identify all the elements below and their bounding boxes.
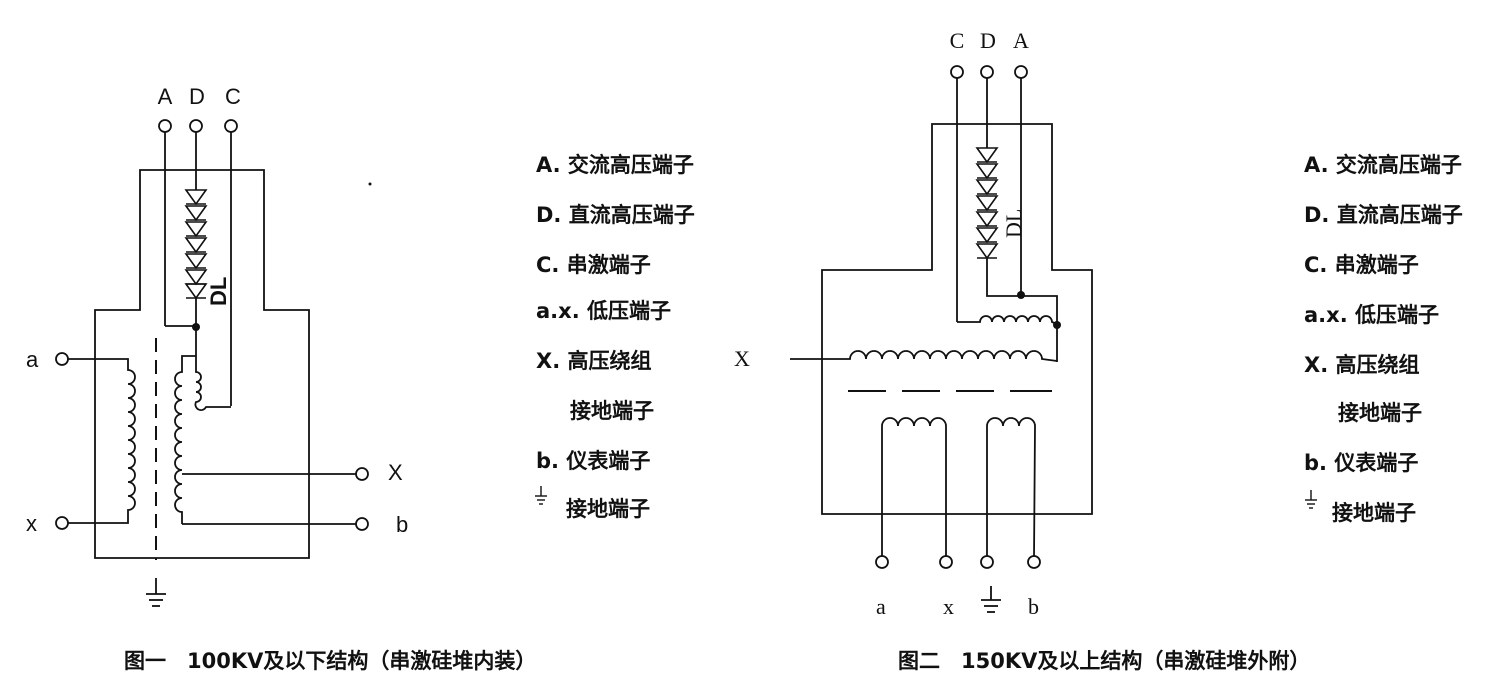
figure1-legend: A. 交流高压端子 D. 直流高压端子 C. 串激端子 a.x. 低压端子 X.… <box>535 153 695 521</box>
figure2-legend-item: 接地端子 <box>1332 501 1416 525</box>
figure1-label-x: x <box>26 511 37 536</box>
figure1-terminal-b[interactable] <box>355 517 369 531</box>
figure2-label-A: A <box>1013 28 1029 53</box>
figure2-legend-item: 接地端子 <box>1338 401 1422 425</box>
figure1-legend-item: D. 直流高压端子 <box>536 203 695 227</box>
figure1-legend-item: a.x. 低压端子 <box>536 299 671 323</box>
figure2-label-D: D <box>980 28 996 53</box>
figure2-label-b: b <box>1028 594 1039 619</box>
figure2-label-x: x <box>943 594 954 619</box>
figure2-legend-item: A. 交流高压端子 <box>1304 153 1462 177</box>
figure1-lv-winding <box>68 358 136 524</box>
figure2-terminal-x[interactable] <box>939 555 953 569</box>
figure1-terminal-X[interactable] <box>355 467 369 481</box>
figure2-label-C: C <box>950 28 965 53</box>
figure2-terminal-ground[interactable] <box>980 555 994 569</box>
figure2-legend-item: a.x. 低压端子 <box>1304 303 1439 327</box>
figure2-terminal-D[interactable] <box>980 65 994 79</box>
figure2-terminal-C[interactable] <box>950 65 964 79</box>
figure2-label-a: a <box>876 594 886 619</box>
figure2-legend-item: X. 高压绕组 <box>1304 353 1419 377</box>
figure1-legend-item: X. 高压绕组 <box>536 349 651 373</box>
figure2-diode-label: DL <box>1001 209 1026 238</box>
figure2-legend-ground-icon <box>1305 490 1317 509</box>
figure1-legend-item: C. 串激端子 <box>536 253 651 277</box>
figure1-caption: 图一 100KV及以下结构（串激硅堆内装） <box>124 649 536 673</box>
figure1-terminal-x[interactable] <box>55 516 69 530</box>
figure2-diode-stack <box>976 147 998 259</box>
figure1-legend-item: 接地端子 <box>566 497 650 521</box>
figure2-schematic <box>790 78 1093 613</box>
figure2-legend-item: C. 串激端子 <box>1304 253 1419 277</box>
figure2-tank-outline <box>821 123 1093 515</box>
figure1-legend-item: 接地端子 <box>570 399 654 423</box>
figure1-terminal-C[interactable] <box>224 119 238 133</box>
figure2-legend: A. 交流高压端子 D. 直流高压端子 C. 串激端子 a.x. 低压端子 X.… <box>1304 153 1463 525</box>
figure2-label-X: X <box>734 346 750 371</box>
figure1-label-X: X <box>388 460 403 485</box>
figure1-legend-item: A. 交流高压端子 <box>536 153 694 177</box>
figure1-label-A: A <box>158 84 173 109</box>
figure1-hv-winding <box>174 355 196 524</box>
figure1-terminal-A[interactable] <box>158 119 172 133</box>
figure2-terminal-b[interactable] <box>1027 555 1041 569</box>
figure1-terminal-a[interactable] <box>55 352 69 366</box>
figure1-ground-symbol <box>146 578 166 607</box>
figure1-legend-item: b. 仪表端子 <box>536 449 650 473</box>
figure2-legend-item: b. 仪表端子 <box>1304 451 1418 475</box>
figure2-lv-winding <box>881 417 947 558</box>
figure1-label-a: a <box>26 347 39 372</box>
figure1-tank-outline <box>94 169 310 559</box>
figure2-hv-winding <box>790 350 1058 362</box>
figure2-legend-item: D. 直流高压端子 <box>1304 203 1463 227</box>
figure1-label-C: C <box>225 84 241 109</box>
figure1-schematic <box>68 132 356 607</box>
figure1-diode-label: DL <box>206 277 231 306</box>
figure1-label-D: D <box>189 84 205 109</box>
figure1-terminal-D[interactable] <box>189 119 203 133</box>
figure2-ground-symbol <box>981 586 1001 613</box>
figure1-diode-stack <box>185 189 207 299</box>
figure2-terminal-a[interactable] <box>875 555 889 569</box>
figure2-terminal-A[interactable] <box>1014 65 1028 79</box>
figure2-caption: 图二 150KV及以上结构（串激硅堆外附） <box>898 649 1310 673</box>
figure1-label-b: b <box>396 512 408 537</box>
figure1-legend-ground-icon <box>535 486 547 505</box>
